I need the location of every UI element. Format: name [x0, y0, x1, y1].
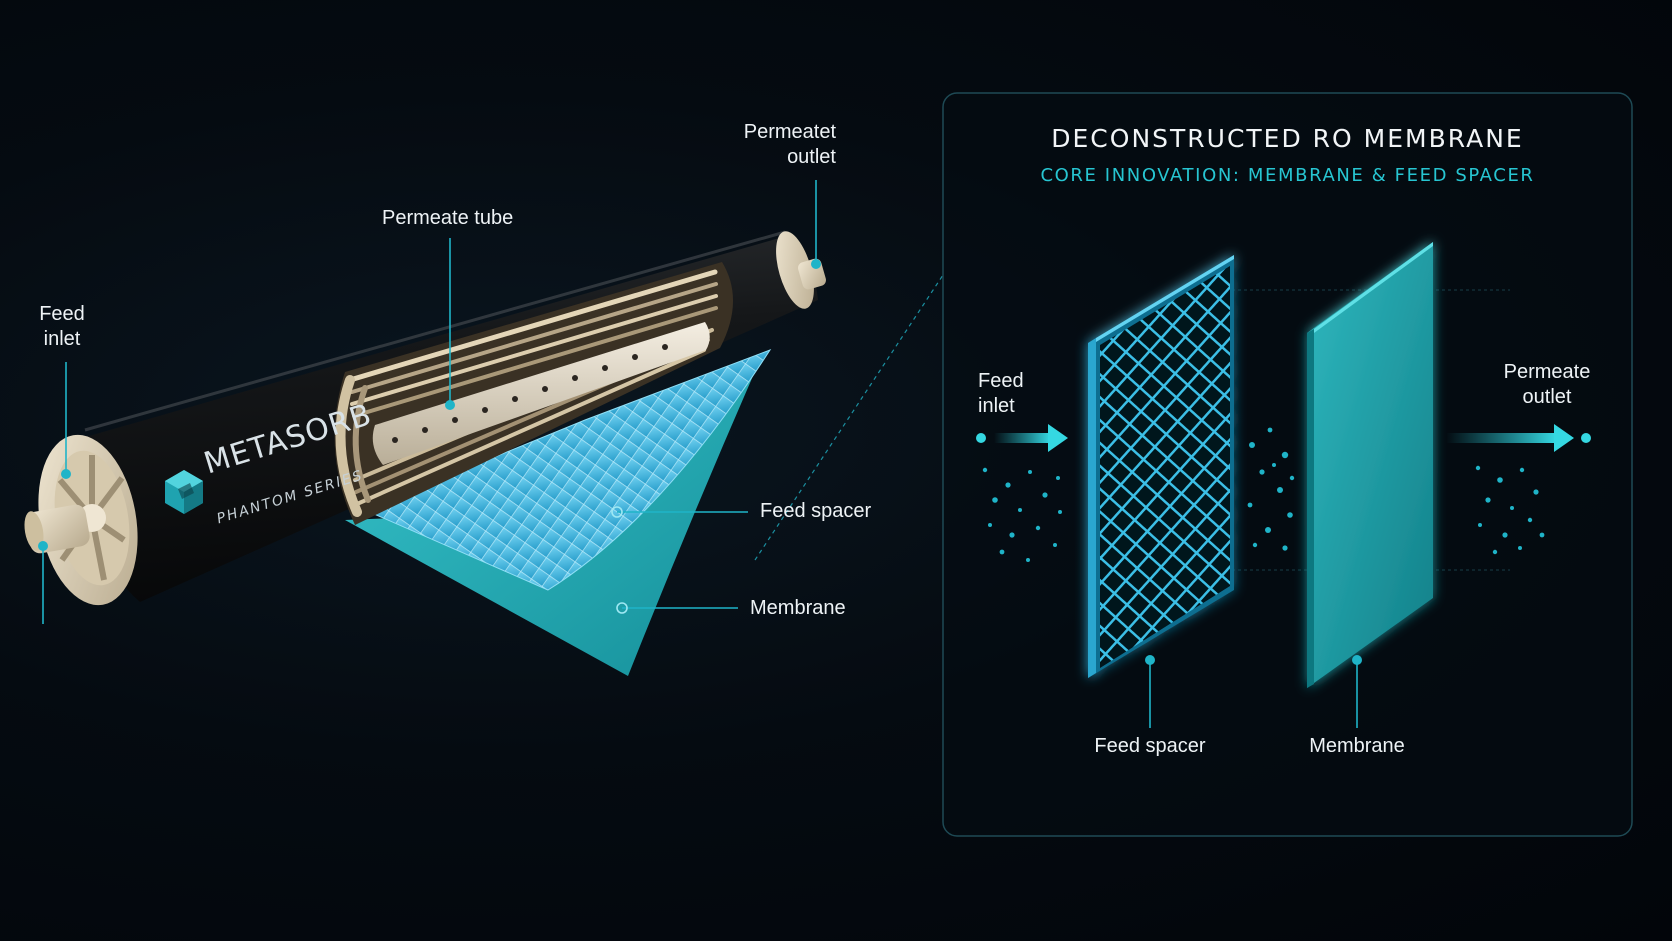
left-callouts	[42, 180, 817, 624]
left-callout-dots	[38, 259, 821, 551]
label-permeate-outlet-right: Permeate outlet	[1494, 360, 1600, 410]
label-permeate-tube: Permeate tube	[382, 207, 514, 229]
panel-subtitle: CORE INNOVATION: MEMBRANE & FEED SPACER	[1040, 165, 1535, 186]
feed-spacer-sheet	[363, 348, 772, 591]
label-permeate-outlet-left-line1: Permeatet	[743, 121, 836, 143]
left-callout-rings	[611, 506, 628, 614]
right-end-cap	[776, 231, 814, 309]
label-feed-inlet-left-line1: Feed	[39, 303, 85, 325]
right-arrow-icon	[976, 424, 1068, 452]
label-permeate-outlet-right-line1: Permeate	[1503, 361, 1591, 383]
cube-logo-icon	[165, 470, 203, 514]
permeate-tube	[372, 322, 710, 465]
label-feed-spacer-right: Feed spacer	[1094, 735, 1206, 757]
label-permeate-outlet-left: Permeatet outlet	[710, 120, 836, 170]
label-membrane-left: Membrane	[750, 597, 846, 619]
panel-callout-dots	[1145, 655, 1362, 665]
label-feed-spacer-left: Feed spacer	[760, 500, 872, 522]
label-permeate-outlet-left-line2: outlet	[787, 146, 836, 168]
panel-title: DECONSTRUCTED RO MEMBRANE	[1051, 124, 1524, 153]
label-feed-inlet-right-line1: Feed	[978, 370, 1024, 392]
label-feed-inlet-right-line2: inlet	[978, 395, 1015, 417]
zoom-connector	[754, 274, 944, 561]
label-feed-inlet-left: Feed inlet	[30, 302, 94, 352]
label-permeate-outlet-right-line2: outlet	[1522, 386, 1572, 408]
panel-callouts	[1149, 662, 1358, 728]
label-feed-inlet-right: Feed inlet	[978, 369, 1024, 419]
tube-holes	[392, 344, 668, 443]
panel-membrane	[1307, 242, 1433, 688]
label-feed-inlet-left-line2: inlet	[43, 328, 81, 350]
membrane-cartridge	[24, 230, 826, 676]
panel-feed-spacer	[1088, 255, 1234, 678]
outlet-arrow-icon	[1446, 424, 1591, 452]
detail-panel	[942, 92, 1633, 837]
particles	[982, 427, 1545, 562]
label-membrane-right: Membrane	[1309, 735, 1405, 757]
